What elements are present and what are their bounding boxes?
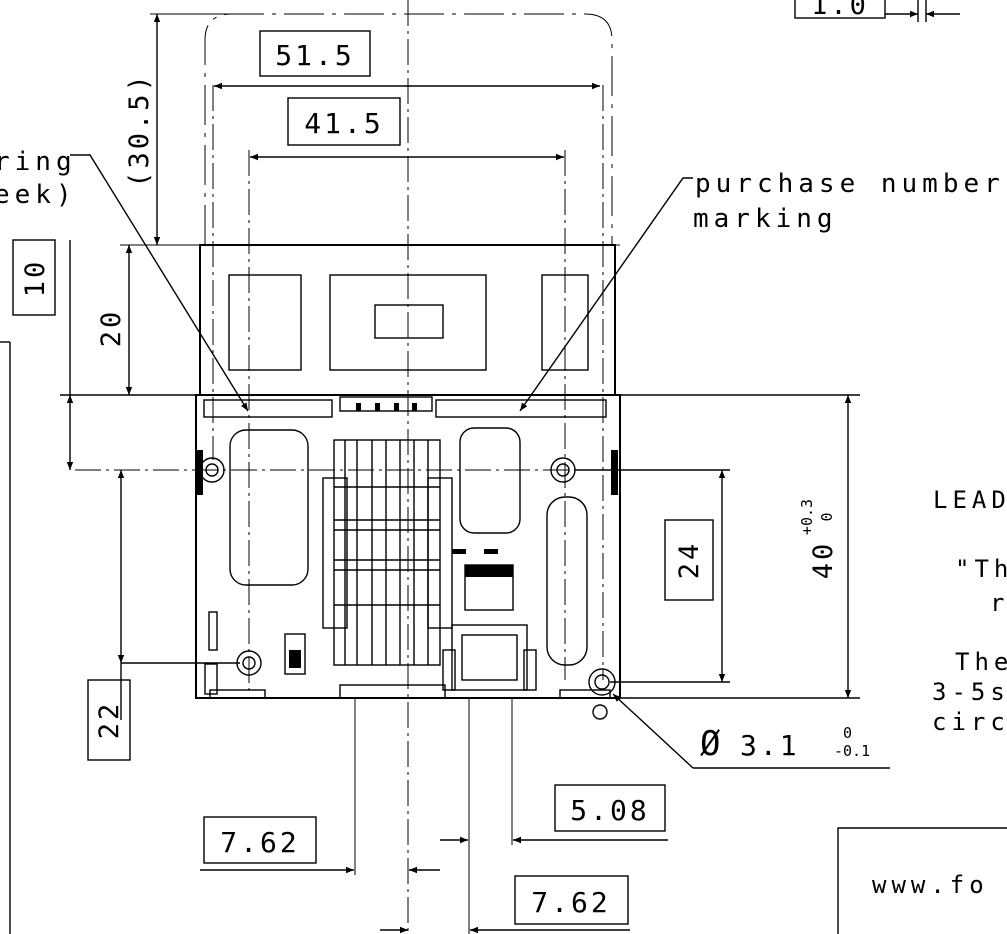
slot-right-upper [459,427,521,534]
dim-hole-tol-upper: 0 [843,724,852,742]
small-part [484,549,498,554]
marking-strip-left [203,399,333,418]
dim-box-51-5 [259,30,371,77]
marking-left-line2: eek) [0,180,77,210]
dim-hole-tol-lower: -0.1 [834,742,870,760]
dim-24: 24 [674,541,705,580]
small-part [208,611,218,651]
bottom-strip [209,689,266,699]
chip-component-top [465,565,513,577]
dim-box-22 [87,679,131,761]
dim-hole-symbol: Ø [700,724,720,764]
dim-7-62-left: 7.62 [220,826,299,859]
pin [375,403,380,411]
dim-40-tol-upper: +0.3 [798,499,816,535]
small-part [204,663,218,695]
hole-leader [612,693,694,769]
note-the-line1: The [955,648,1007,676]
dim-51-5: 51.5 [275,39,354,72]
bottom-strip [339,684,446,699]
bottom-strip [559,689,611,699]
dim-hole: 3.1 [740,729,800,762]
note-lead: LEAD [933,486,1007,514]
dim-41-5: 41.5 [304,107,383,140]
note-quote-line1: "Th [955,555,1007,583]
dim-top-right: 1.0 [811,0,869,21]
dim-box-10 [12,239,56,316]
bottom-latch [442,624,537,691]
purchase-line1: purchase number [695,169,1005,199]
dim-40: 40 [808,541,839,580]
pin [356,403,361,411]
dim-box-24 [664,519,714,601]
slot-left [229,429,309,586]
pin [412,403,417,411]
marking-left-leader [70,154,249,412]
dim-22: 22 [94,701,125,740]
marking-strip-right [435,399,607,418]
small-part [452,549,466,554]
dim-box-41-5 [287,97,401,146]
dim-20: 20 [96,309,127,348]
dim-box-7-62-right [514,875,629,925]
switch [284,633,306,675]
note-the-line2: 3-5s [932,678,1007,706]
title-block-frame [837,827,1007,934]
note-quote-line2: r [990,589,1007,617]
pin-strip [339,396,433,412]
dim-box-top-right [794,0,886,19]
small-hole [592,704,608,720]
purchase-leader [519,177,693,412]
central-connector [322,439,453,666]
window-center [329,274,487,371]
side-tab-left [196,450,203,495]
slot-right-long [546,496,588,666]
pin [394,403,399,411]
dim-10: 10 [20,259,51,298]
purchase-line2: marking [693,204,838,234]
side-tab-right [611,450,618,495]
marking-left-line1: ring [0,147,77,177]
dim-30-5: (30.5) [124,72,155,188]
window-center-inner [374,304,444,339]
title-block-url: www.fo [872,871,989,899]
dim-7-62-right: 7.62 [531,886,610,919]
window-left [228,274,302,371]
note-the-line3: circ [932,708,1007,736]
dim-box-7-62-left [203,816,317,864]
dim-5-08: 5.08 [570,794,649,827]
dim-40-tol-lower: 0 [818,512,836,521]
switch-knob [289,650,301,668]
dim-box-5-08 [554,784,666,832]
